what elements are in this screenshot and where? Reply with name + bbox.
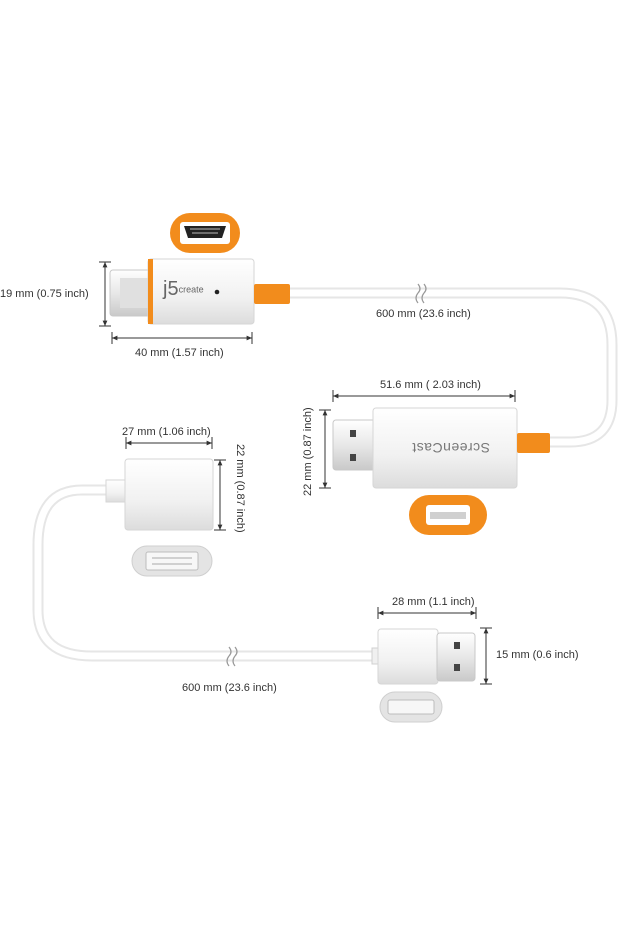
cable-top-label: 600 mm (23.6 inch)	[376, 308, 471, 320]
usb-female-port-icon	[131, 545, 213, 577]
usb-port-icon-grey	[379, 691, 443, 723]
usb-port-icon-orange	[409, 495, 487, 535]
hdmi-port-icon	[170, 213, 240, 253]
hdmi-transmitter	[109, 258, 290, 325]
usb-height-label: 15 mm (0.6 inch)	[496, 649, 579, 661]
screencast-label: ScreenCast	[411, 440, 490, 456]
usb-adapter	[105, 458, 214, 531]
adapter-height-label: 22 mm (0.87 inch)	[234, 444, 246, 533]
receiver-width-label: 51.6 mm ( 2.03 inch)	[380, 379, 481, 391]
adapter-width-label: 27 mm (1.06 inch)	[122, 426, 211, 438]
screencast-receiver	[332, 407, 550, 489]
cable-bottom-label: 600 mm (23.6 inch)	[182, 682, 277, 694]
usb-width-label: 28 mm (1.1 inch)	[392, 596, 475, 608]
receiver-height-label: 22 mm (0.87 inch)	[302, 407, 314, 496]
hdmi-width-label: 40 mm (1.57 inch)	[135, 347, 224, 359]
usb-plug	[371, 628, 476, 685]
cable-break-mark-bottom	[226, 646, 238, 667]
hdmi-height-label: 19 mm (0.75 inch)	[0, 288, 89, 300]
dimension-lines	[99, 261, 516, 685]
j5-logo: j5create	[163, 278, 204, 300]
cable-break-mark-top	[415, 283, 427, 304]
